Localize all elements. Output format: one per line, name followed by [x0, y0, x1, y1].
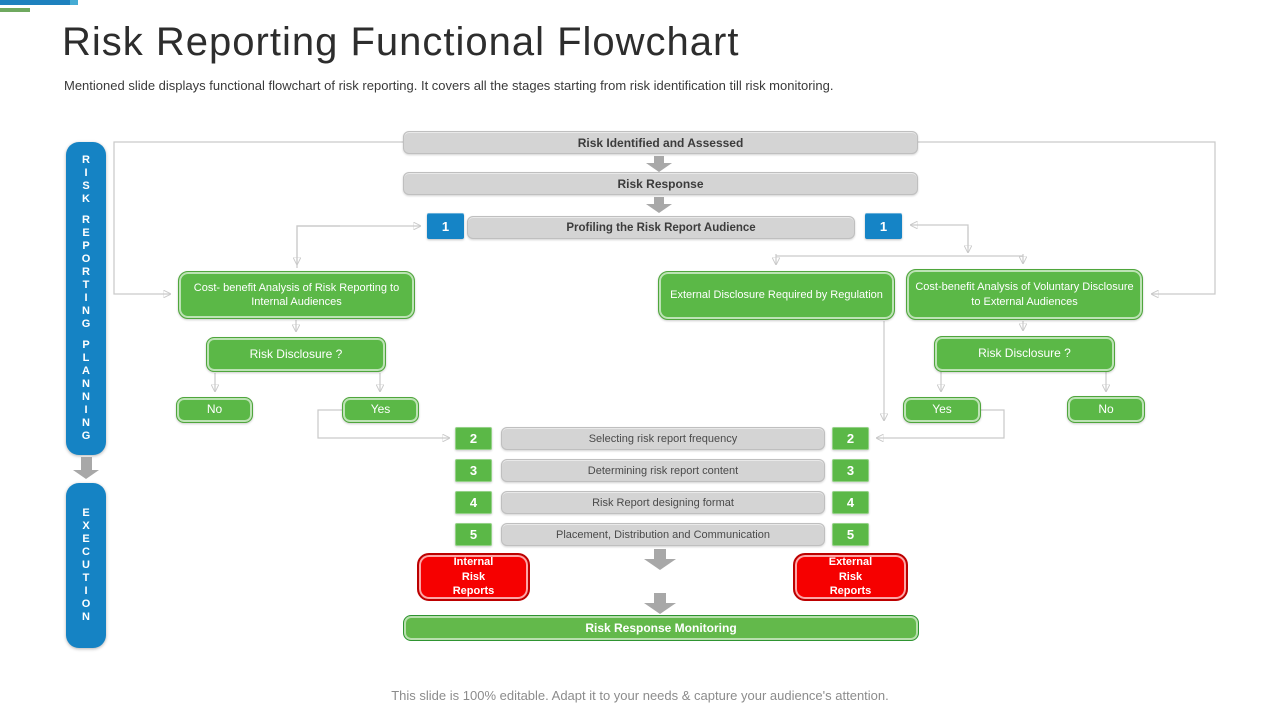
- down-arrow-icon: [646, 156, 672, 172]
- step-row-label: Placement, Distribution and Communicatio…: [501, 523, 825, 546]
- option-yes-left: Yes: [342, 397, 419, 423]
- step-row-label: Risk Report designing format: [501, 491, 825, 514]
- step-number-right: 3: [832, 459, 869, 482]
- step-number-left: 4: [455, 491, 492, 514]
- box-internal-risk-reports: Internal Risk Reports: [417, 553, 530, 601]
- step-risk-identified: Risk Identified and Assessed: [403, 131, 918, 154]
- option-no-left: No: [176, 397, 253, 423]
- step-number-right: 5: [832, 523, 869, 546]
- accent-bar-green: [0, 8, 30, 12]
- step-number-left: 2: [455, 427, 492, 450]
- down-arrow-icon: [646, 197, 672, 213]
- step-number-right: 4: [832, 491, 869, 514]
- step-number-right: 2: [832, 427, 869, 450]
- badge-1-right: 1: [865, 213, 902, 239]
- page-title: Risk Reporting Functional Flowchart: [62, 20, 740, 64]
- accent-bar-blue: [0, 0, 70, 5]
- box-external-risk-reports: External Risk Reports: [793, 553, 908, 601]
- step-number-left: 3: [455, 459, 492, 482]
- page-subtitle: Mentioned slide displays functional flow…: [64, 78, 834, 93]
- box-voluntary-analysis: Cost-benefit Analysis of Voluntary Discl…: [906, 269, 1143, 320]
- box-external-disclosure: External Disclosure Required by Regulati…: [658, 271, 895, 320]
- badge-1-left: 1: [427, 213, 464, 239]
- option-yes-right: Yes: [903, 397, 981, 423]
- step-number-left: 5: [455, 523, 492, 546]
- accent-bar-blue-tip: [70, 0, 78, 5]
- box-internal-analysis: Cost- benefit Analysis of Risk Reporting…: [178, 271, 415, 319]
- option-no-right: No: [1067, 396, 1145, 423]
- decision-risk-disclosure-right: Risk Disclosure ?: [934, 336, 1115, 372]
- step-risk-response-monitoring: Risk Response Monitoring: [403, 615, 919, 641]
- footer-note: This slide is 100% editable. Adapt it to…: [391, 688, 889, 703]
- step-row-label: Selecting risk report frequency: [501, 427, 825, 450]
- phase-transition-arrow-icon: [73, 457, 99, 479]
- step-risk-response: Risk Response: [403, 172, 918, 195]
- step-row-label: Determining risk report content: [501, 459, 825, 482]
- decision-risk-disclosure-left: Risk Disclosure ?: [206, 337, 386, 372]
- down-arrow-icon: [644, 549, 676, 570]
- step-profiling: Profiling the Risk Report Audience: [467, 216, 855, 239]
- down-arrow-icon: [644, 593, 676, 614]
